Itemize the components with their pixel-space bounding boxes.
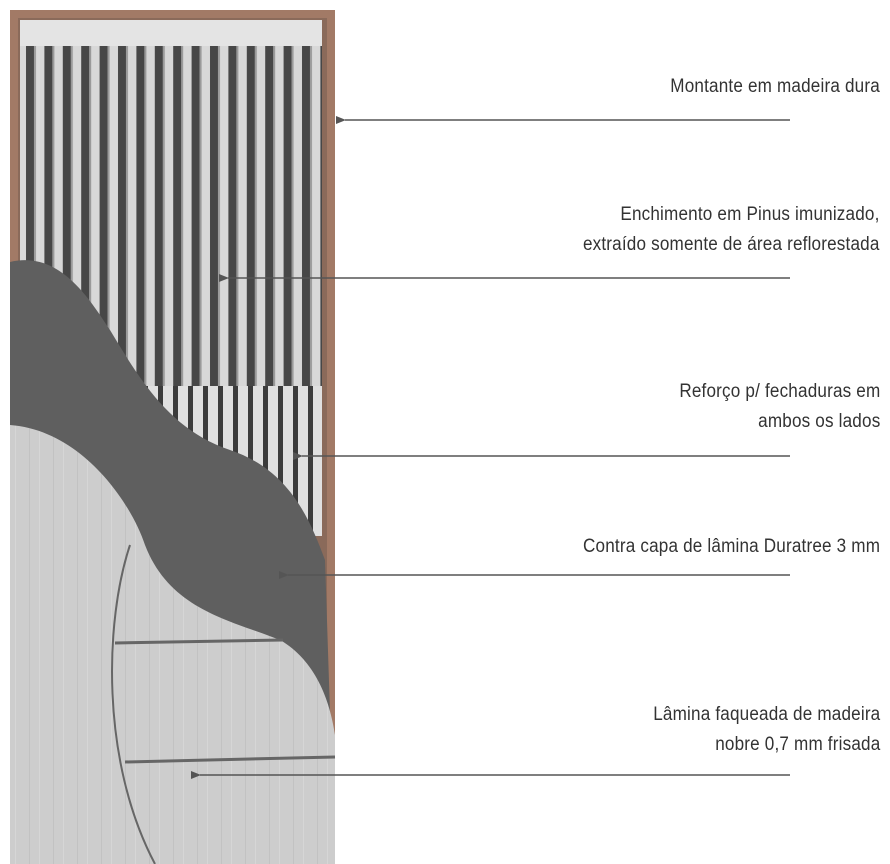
top-rail: [20, 20, 322, 46]
label-infill: Enchimento em Pinus imunizado, extraído …: [583, 200, 880, 260]
label-lock-block-line-1: Reforço p/ fechaduras em: [678, 381, 880, 402]
leader-lines: [191, 116, 790, 779]
veneer-groove-upper: [114, 638, 284, 645]
label-infill-line-1: Enchimento em Pinus imunizado,: [620, 204, 880, 225]
label-infill-line-2: extraído somente de área reflorestada: [583, 234, 880, 255]
veneer-arc-groove: [111, 544, 156, 864]
label-stile-line-1: Montante em madeira dura: [670, 76, 880, 97]
label-lock-block: Reforço p/ fechaduras em ambos os lados: [679, 377, 880, 437]
label-counter-face: Contra capa de lâmina Duratree 3 mm: [583, 532, 880, 562]
label-lock-block-line-2: ambos os lados: [757, 411, 880, 432]
label-counter-face-line-1: Contra capa de lâmina Duratree 3 mm: [582, 536, 880, 557]
veneer-sheet: [10, 425, 335, 864]
label-veneer: Lâmina faqueada de madeira nobre 0,7 mm …: [653, 700, 880, 760]
label-veneer-line-1: Lâmina faqueada de madeira: [652, 704, 880, 725]
label-veneer-line-2: nobre 0,7 mm frisada: [714, 734, 880, 755]
veneer-groove-lower: [124, 755, 336, 764]
label-stile: Montante em madeira dura: [670, 72, 880, 102]
veneer-grooves: [111, 544, 336, 864]
